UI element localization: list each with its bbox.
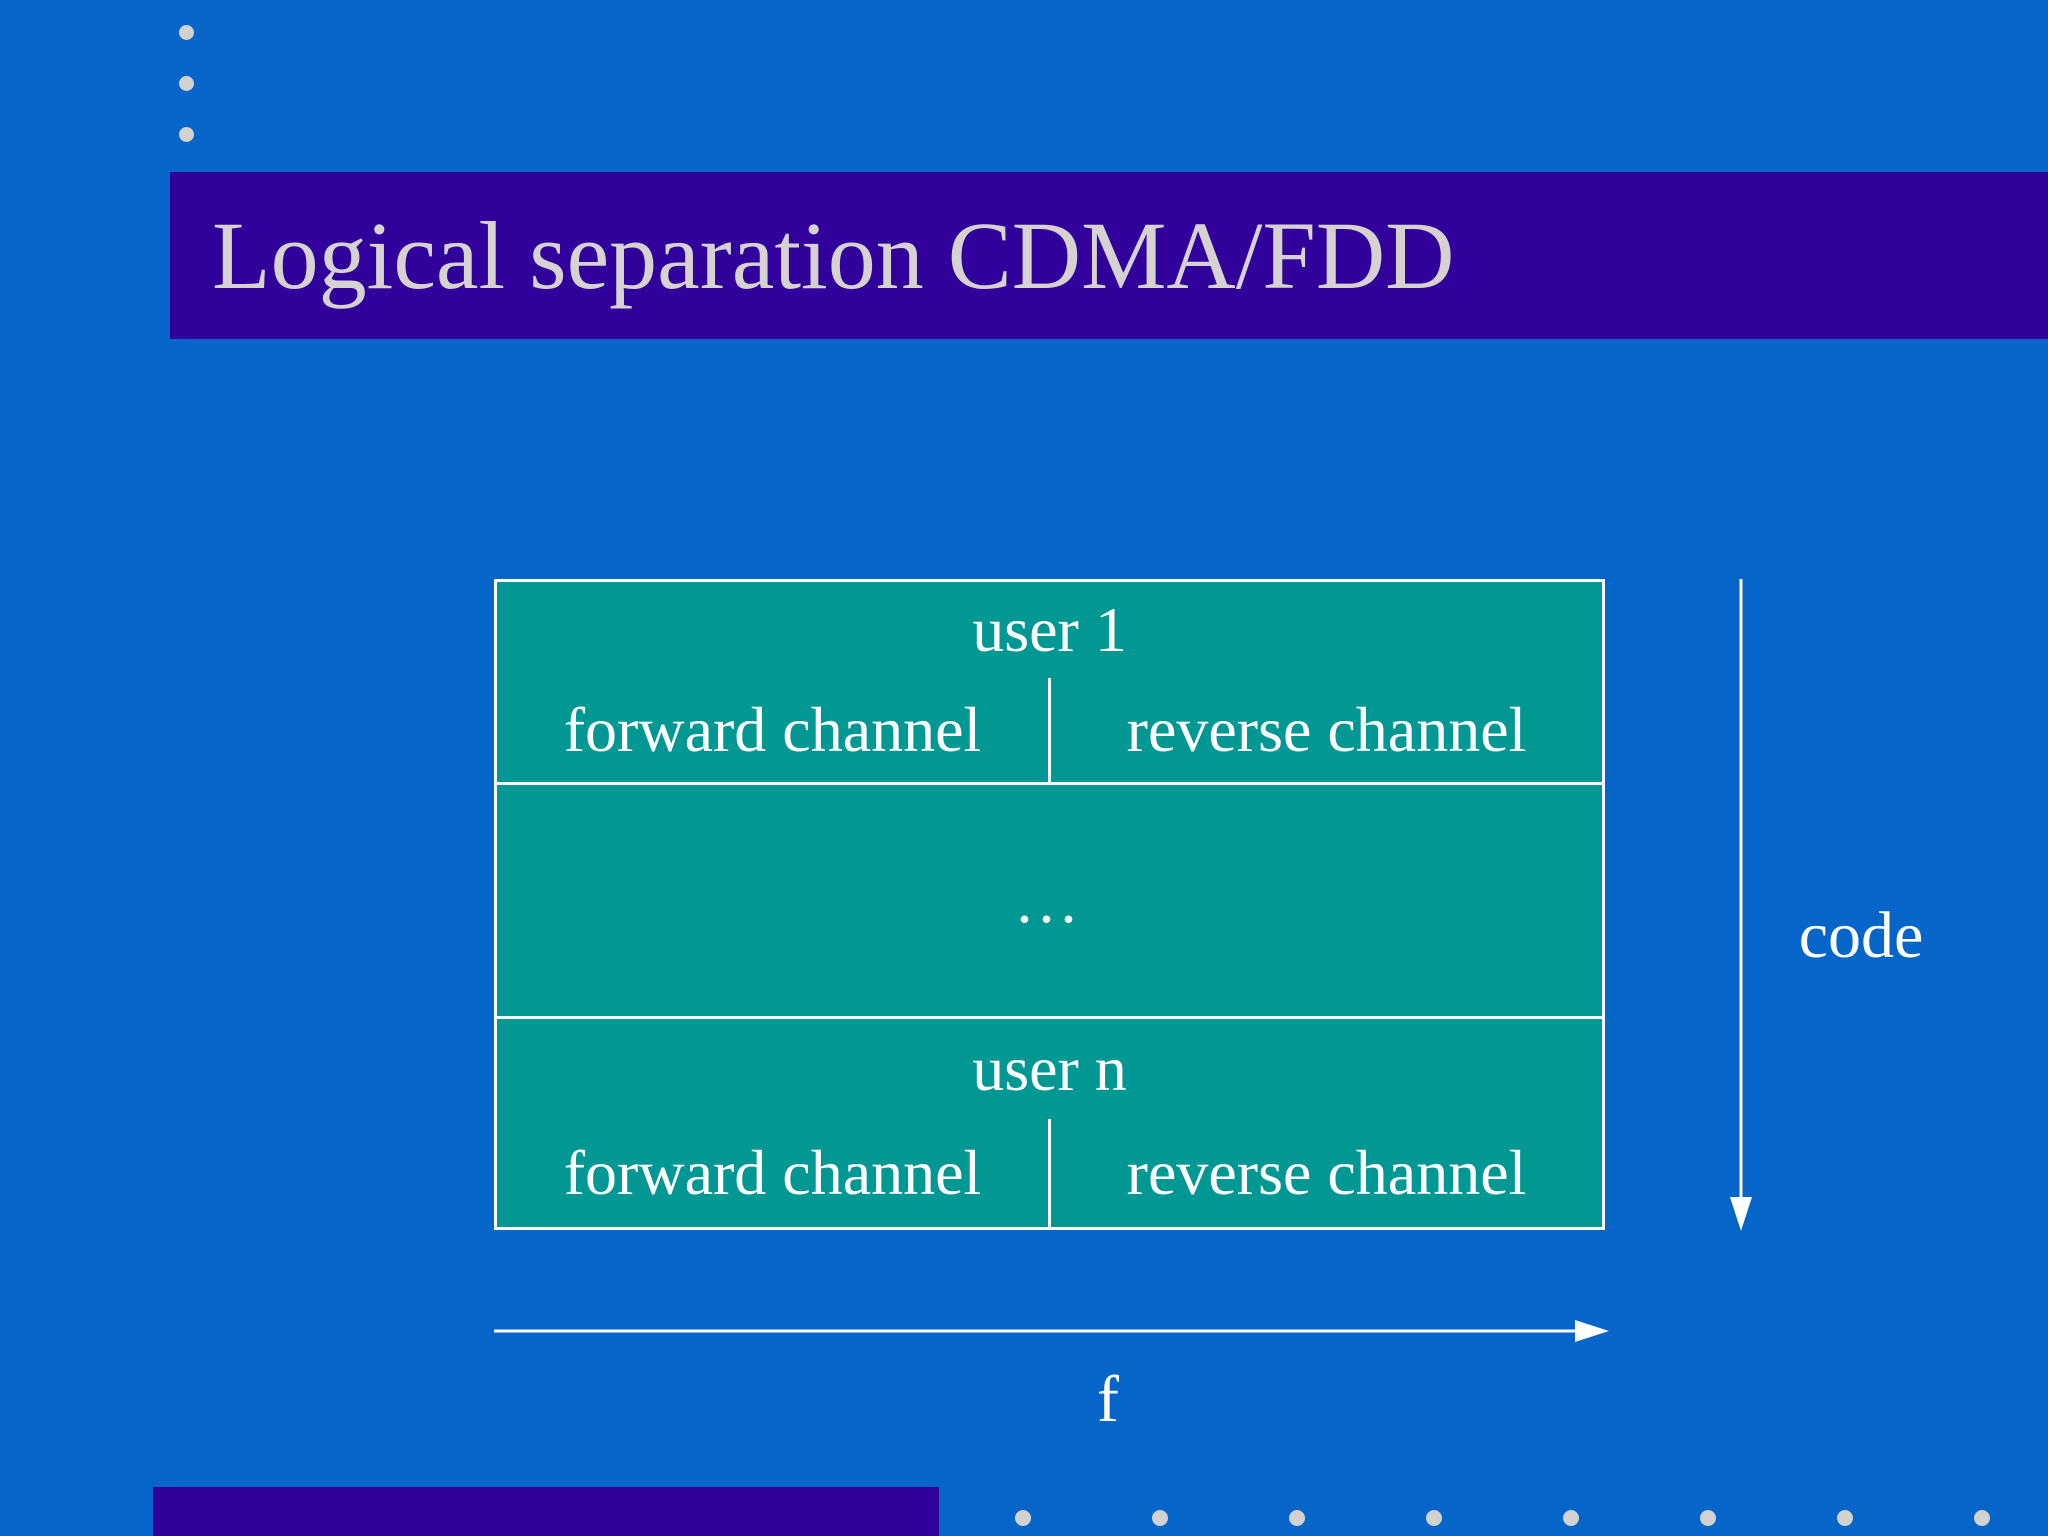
title-bar: Logical separation CDMA/FDD xyxy=(170,172,2048,339)
footer-accent-bar xyxy=(153,1487,939,1536)
user-1-channels: forward channel reverse channel xyxy=(497,678,1602,782)
bullet-dot-icon xyxy=(1152,1510,1168,1526)
ellipsis-label: ... xyxy=(1016,864,1083,936)
bullet-dot-icon xyxy=(1700,1510,1716,1526)
user-n-reverse-channel-cell: reverse channel xyxy=(1048,1118,1602,1227)
bullet-dot-icon xyxy=(179,127,194,142)
code-axis-label: code xyxy=(1798,899,1924,972)
user-1-reverse-channel-cell: reverse channel xyxy=(1048,678,1602,782)
user-n-row: user n forward channel reverse channel xyxy=(497,1016,1602,1227)
bullet-dot-icon xyxy=(1289,1510,1305,1526)
frequency-axis-label: f xyxy=(1097,1363,1119,1436)
ellipsis-row: ... xyxy=(497,782,1602,1016)
bullet-dot-icon xyxy=(1974,1510,1990,1526)
bullet-dot-icon xyxy=(1837,1510,1853,1526)
user-n-label: user n xyxy=(972,1032,1127,1104)
user-n-forward-channel-cell: forward channel xyxy=(563,1136,982,1208)
down-arrow-icon xyxy=(1730,579,1752,1231)
right-arrow-icon xyxy=(494,1320,1609,1342)
bullet-dot-icon xyxy=(1426,1510,1442,1526)
bullet-dot-icon xyxy=(1563,1510,1579,1526)
user-1-forward-channel-cell: forward channel xyxy=(563,694,982,765)
bullet-dot-icon xyxy=(1015,1510,1031,1526)
slide-title: Logical separation CDMA/FDD xyxy=(212,202,1455,309)
user-n-channels: forward channel reverse channel xyxy=(497,1118,1602,1227)
bullet-dot-icon xyxy=(179,25,194,40)
channel-table: user 1 forward channel reverse channel .… xyxy=(494,579,1605,1230)
user-1-row: user 1 forward channel reverse channel xyxy=(497,582,1602,782)
bullet-dot-icon xyxy=(179,76,194,91)
decorative-dots-top xyxy=(179,25,194,142)
decorative-dots-bottom xyxy=(1015,1510,1990,1526)
user-1-label: user 1 xyxy=(972,594,1127,665)
